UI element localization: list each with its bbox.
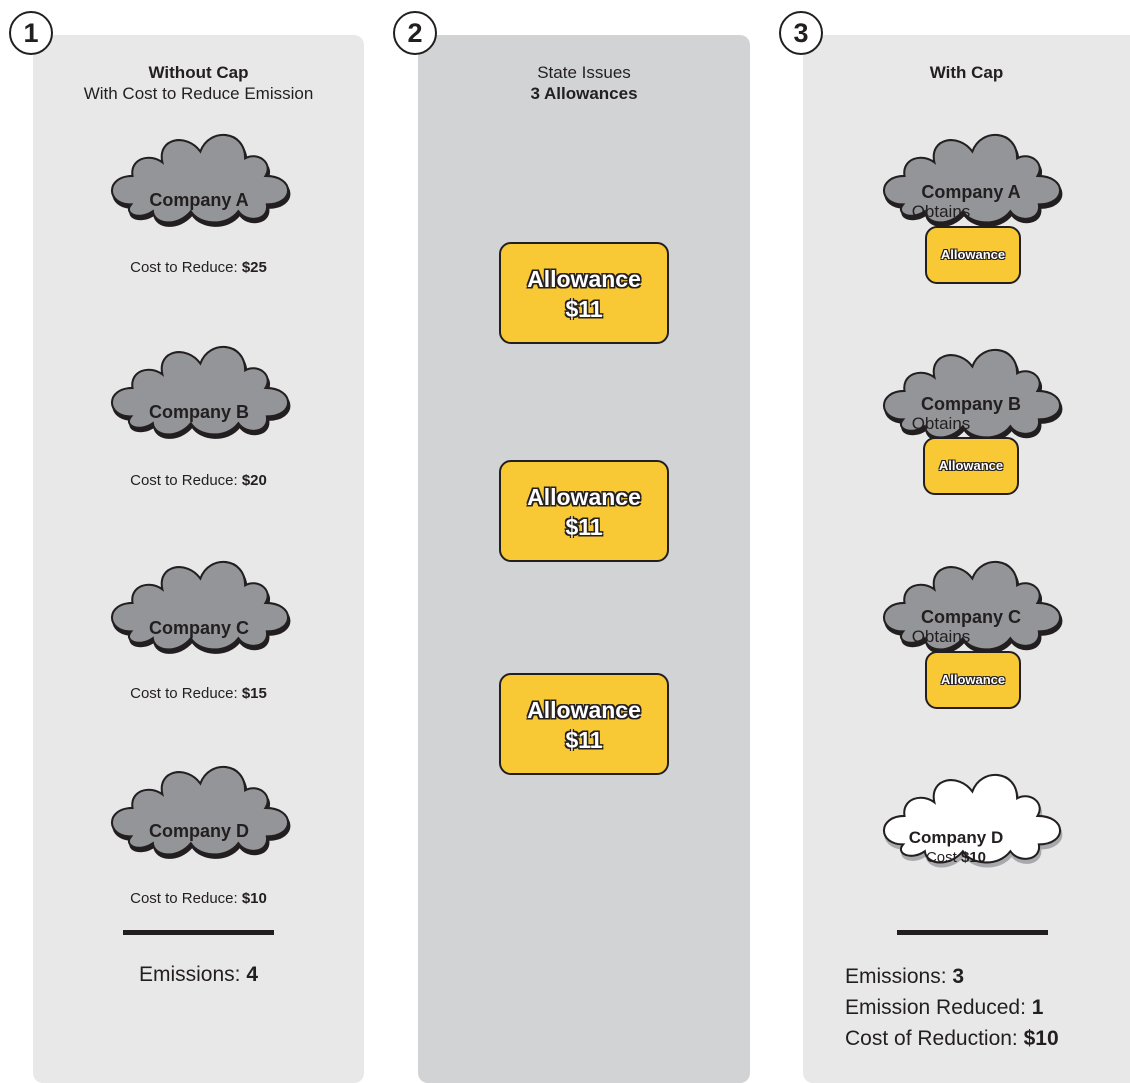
allowance-card-1-price: $11 [565, 296, 603, 322]
company-a-label: Company A [149, 190, 249, 210]
step-2-badge: 2 [393, 11, 437, 55]
company-d-cost-label: Cost $10 [925, 849, 987, 866]
company-b-cost: Cost to Reduce: $20 [130, 472, 267, 489]
panel1-divider [123, 930, 274, 935]
company-c-obtains-label: Obtains [911, 627, 971, 646]
company-b-label: Company B [148, 402, 249, 422]
panel1-emissions: Emissions: 4 [138, 963, 259, 986]
panel3-emission-reduced: Emission Reduced: 1 [845, 996, 1044, 1019]
company-c-label: Company C [148, 618, 249, 638]
company-b-cloud-icon [110, 345, 291, 439]
company-c-with-cap-cloud-icon [882, 560, 1063, 654]
panel3-title: With Cap [929, 63, 1004, 82]
company-a-obtains-label: Obtains [911, 202, 971, 221]
company-d-cloud-icon [110, 765, 291, 859]
company-a-allowance: Allowance [925, 226, 1021, 284]
company-c-cost: Cost to Reduce: $15 [130, 685, 267, 702]
company-d-with-cap-label: Company D [908, 828, 1004, 847]
company-c-cloud-icon [110, 560, 291, 654]
allowance-card-1: Allowance $11 [499, 242, 669, 344]
company-d-label: Company D [148, 821, 249, 841]
panel3-divider [897, 930, 1048, 935]
company-b-obtains-label: Obtains [911, 414, 971, 433]
panel3-emissions: Emissions: 3 [845, 965, 965, 988]
company-a-cloud-icon [110, 133, 291, 227]
allowance-card-3: Allowance $11 [499, 673, 669, 775]
allowance-card-3-price: $11 [565, 727, 603, 753]
company-d-cost: Cost to Reduce: $10 [130, 890, 267, 907]
company-c-with-cap-label: Company C [920, 607, 1021, 627]
company-a-with-cap-label: Company A [921, 182, 1021, 202]
panel1-title: Without Cap [148, 63, 249, 82]
step-1-badge: 1 [9, 11, 53, 55]
company-c-allowance: Allowance [925, 651, 1021, 709]
allowance-card-2: Allowance $11 [499, 460, 669, 562]
panel3-cost-of-reduction: Cost of Reduction: $10 [845, 1027, 1059, 1050]
allowance-card-3-label: Allowance [527, 697, 641, 723]
panel2-subtitle: 3 Allowances [530, 84, 638, 103]
company-a-cost: Cost to Reduce: $25 [130, 259, 267, 276]
allowance-card-2-price: $11 [565, 514, 603, 540]
panel1-subtitle: With Cost to Reduce Emission [83, 84, 314, 103]
allowance-card-1-label: Allowance [527, 266, 641, 292]
company-b-with-cap-label: Company B [920, 394, 1021, 414]
company-b-allowance: Allowance [923, 437, 1019, 495]
panel2-title: State Issues [537, 63, 631, 82]
company-a-with-cap-cloud-icon [882, 133, 1063, 227]
step-3-badge: 3 [779, 11, 823, 55]
allowance-card-2-label: Allowance [527, 484, 641, 510]
